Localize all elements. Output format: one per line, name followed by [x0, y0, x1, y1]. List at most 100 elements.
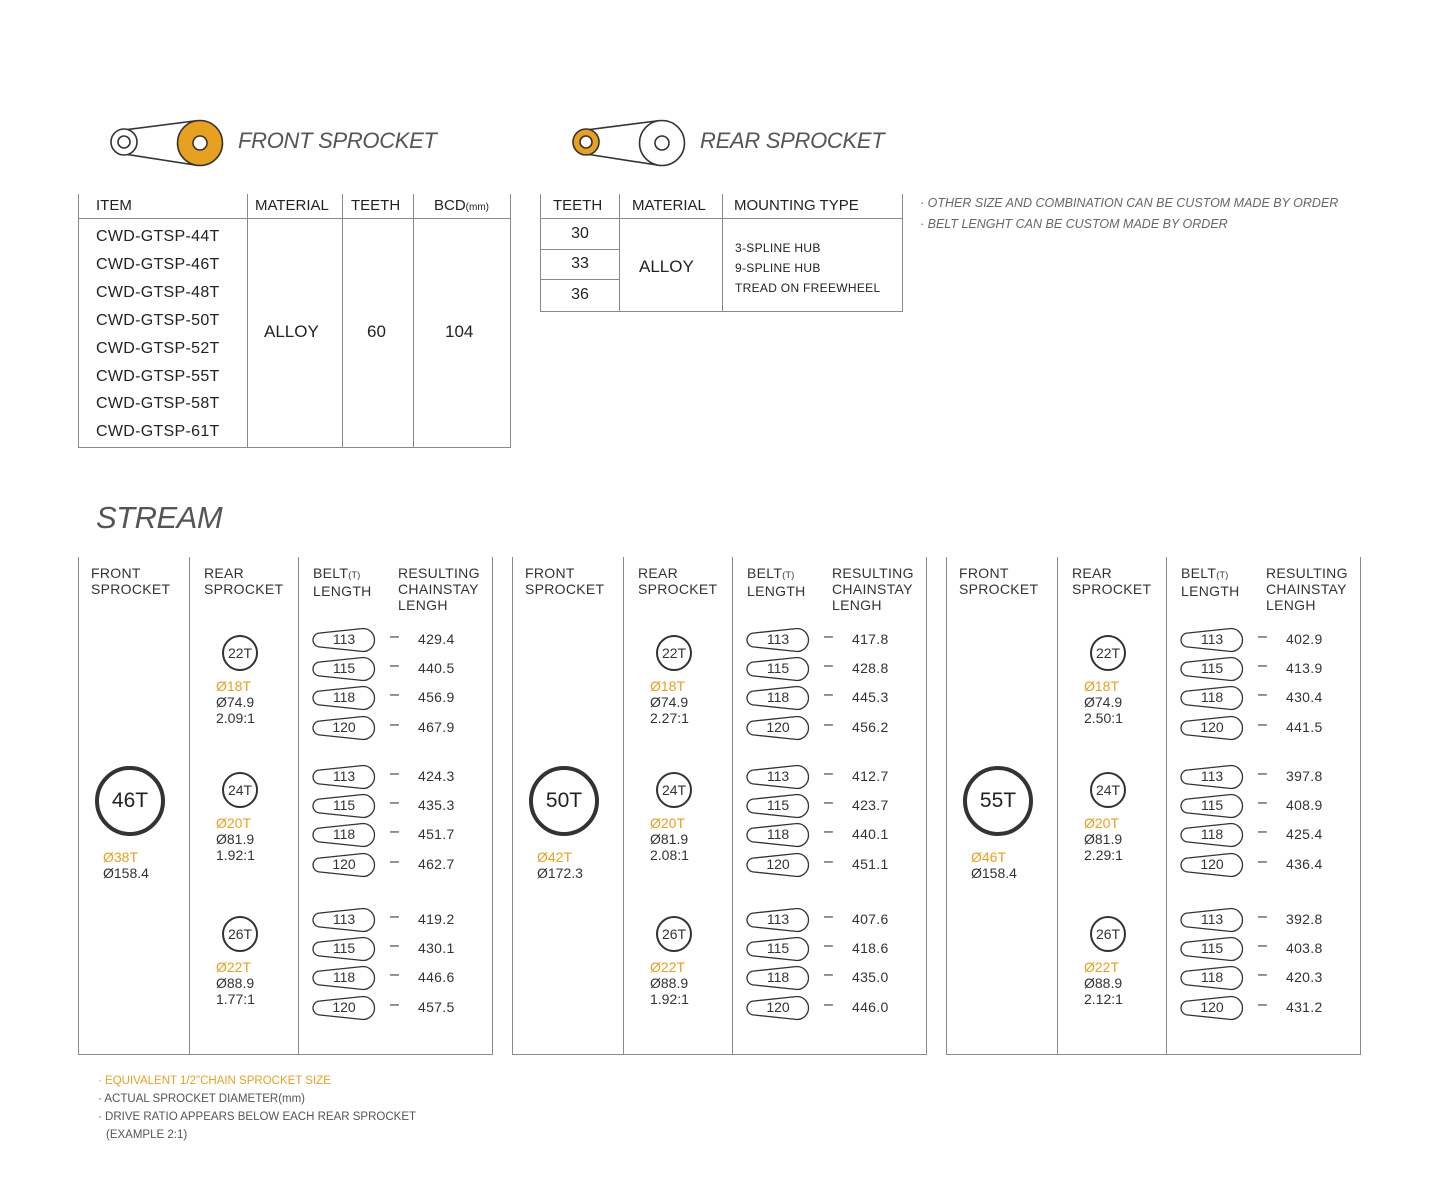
header-teeth: TEETH — [351, 197, 401, 214]
dash-separator: – — [1258, 852, 1267, 870]
rear-equivalent: Ø20T — [216, 815, 252, 831]
item-list: CWD-GTSP-44T CWD-GTSP-46T CWD-GTSP-48T C… — [96, 223, 220, 446]
chainstay-result: 429.4 — [418, 631, 455, 647]
column-divider — [623, 557, 624, 1054]
header-bcd-unit: (mm) — [465, 202, 489, 213]
dash-separator: – — [390, 657, 399, 675]
chainstay-result: 436.4 — [1286, 855, 1323, 872]
drive-ratio: 1.92:1 — [216, 847, 255, 863]
drive-ratio: 1.77:1 — [216, 991, 255, 1007]
belt-badge: 113 — [1179, 907, 1244, 933]
dash-separator: – — [390, 908, 399, 925]
rear-sprocket-circle: 24T — [222, 772, 258, 808]
front-sprocket-circle: 55T — [963, 766, 1033, 836]
rear-equivalent: Ø20T — [650, 815, 686, 831]
dash-separator: – — [390, 823, 399, 841]
belt-badge: 115 — [1179, 793, 1244, 819]
chainstay-result: 456.2 — [852, 718, 889, 735]
rear-equivalent: Ø18T — [216, 678, 252, 694]
header-item: ITEM — [96, 197, 132, 214]
note-line: · BELT LENGHT CAN BE CUSTOM MADE BY ORDE… — [920, 217, 1228, 231]
belt-badge: 115 — [1179, 656, 1244, 682]
front-diameter: Ø158.4 — [103, 865, 149, 881]
rear-sprocket-circle: 26T — [1090, 916, 1126, 952]
rear-diameter: Ø88.9 — [1084, 975, 1123, 991]
rear-sprocket-title: REAR SPROCKET — [700, 128, 885, 153]
dash-separator: – — [390, 715, 399, 733]
chainstay-result: 435.0 — [852, 969, 889, 986]
dash-separator: – — [390, 852, 399, 870]
column-divider — [1057, 557, 1058, 1054]
belt-badge: 113 — [311, 907, 376, 933]
belt-badge: 113 — [311, 627, 376, 653]
belt-badge: 120 — [745, 852, 810, 877]
drive-ratio: 2.29:1 — [1084, 847, 1123, 863]
dash-separator: – — [824, 715, 833, 733]
belt-badge: 120 — [745, 715, 810, 740]
dash-separator: – — [1258, 966, 1267, 984]
list-item: CWD-GTSP-46T — [96, 255, 220, 273]
chainstay-result: 417.8 — [852, 631, 889, 647]
list-item: 9-SPLINE HUB — [735, 261, 821, 275]
list-item: CWD-GTSP-55T — [96, 367, 220, 385]
dash-separator: – — [1258, 937, 1267, 955]
belt-badge: 118 — [1179, 685, 1244, 711]
chainstay-result: 402.9 — [1286, 631, 1323, 647]
rear-sprocket-circle: 22T — [1090, 635, 1126, 671]
header-material: MATERIAL — [255, 197, 329, 214]
chainstay-result: 403.8 — [1286, 940, 1323, 957]
chainstay-result: 457.5 — [418, 998, 455, 1015]
list-item: CWD-GTSP-50T — [96, 311, 220, 329]
chainstay-result: 451.7 — [418, 826, 455, 843]
header-belt-length: BELT(T)LENGTH — [747, 565, 806, 599]
header-belt-length: BELT(T)LENGTH — [1181, 565, 1240, 599]
dash-separator: – — [390, 628, 399, 645]
front-sprocket-title: FRONT SPROCKET — [238, 128, 437, 153]
material-value: ALLOY — [639, 257, 694, 276]
dash-separator: – — [1258, 908, 1267, 925]
front-sprocket-circle: 46T — [95, 766, 165, 836]
belt-badge: 113 — [745, 627, 810, 653]
header-belt-length: BELT(T)LENGTH — [313, 565, 372, 599]
belt-badge: 115 — [1179, 936, 1244, 962]
dash-separator: – — [1258, 794, 1267, 812]
teeth-value: 60 — [367, 322, 386, 341]
chainstay-result: 423.7 — [852, 797, 889, 814]
list-item: CWD-GTSP-58T — [96, 395, 220, 413]
belt-badge: 113 — [311, 764, 376, 790]
bcd-value: 104 — [445, 322, 474, 341]
stream-title: STREAM — [96, 500, 223, 535]
chainstay-result: 440.1 — [852, 826, 889, 843]
chainstay-result: 435.3 — [418, 797, 455, 814]
belt-badge: 118 — [745, 685, 810, 711]
dash-separator: – — [824, 966, 833, 984]
belt-badge: 113 — [1179, 627, 1244, 653]
dash-separator: – — [390, 995, 399, 1013]
belt-badge: 118 — [311, 822, 376, 848]
column-divider — [1166, 557, 1167, 1054]
chainstay-result: 420.3 — [1286, 969, 1323, 986]
drive-ratio: 2.09:1 — [216, 710, 255, 726]
rear-diameter: Ø81.9 — [1084, 831, 1123, 847]
chainstay-result: 440.5 — [418, 660, 455, 677]
front-sprocket-drive-icon — [110, 119, 224, 167]
dash-separator: – — [390, 686, 399, 704]
belt-badge: 120 — [1179, 852, 1244, 877]
belt-badge: 120 — [745, 995, 810, 1020]
header-bcd-label: BCD — [434, 197, 466, 214]
rear-sprocket-circle: 22T — [222, 635, 258, 671]
dash-separator: – — [390, 937, 399, 955]
rear-sprocket-circle: 26T — [222, 916, 258, 952]
belt-badge: 120 — [1179, 995, 1244, 1020]
dash-separator: – — [824, 686, 833, 704]
chainstay-result: 441.5 — [1286, 718, 1323, 735]
list-item: CWD-GTSP-61T — [96, 423, 220, 441]
teeth-row: 30 — [571, 225, 589, 242]
front-equivalent: Ø46T — [971, 849, 1007, 865]
chainstay-result: 412.7 — [852, 768, 889, 784]
dash-separator: – — [1258, 628, 1267, 645]
